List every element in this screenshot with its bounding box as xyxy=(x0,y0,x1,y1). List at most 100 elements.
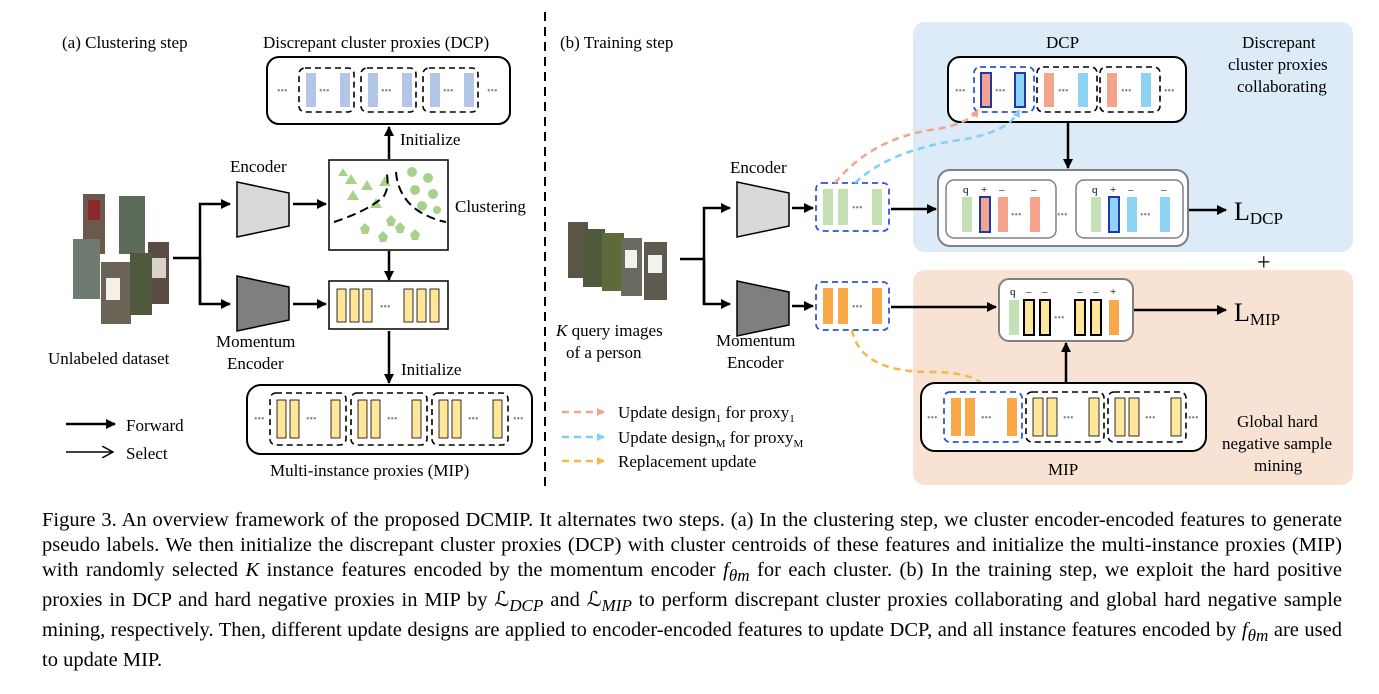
momentum-features-box: ••• xyxy=(328,280,449,330)
ellipsis: ••• xyxy=(380,302,391,313)
q-marker: q xyxy=(1010,286,1016,298)
ellipsis: ••• xyxy=(1054,313,1065,324)
momentum-label-b1: Momentum xyxy=(716,331,795,350)
q-marker: q xyxy=(1092,184,1098,196)
initialize-label-top: Initialize xyxy=(400,130,460,149)
dcp-proxy-bars xyxy=(306,73,474,107)
dcp-label-b: DCP xyxy=(1046,33,1079,52)
ellipsis: ••• xyxy=(852,302,863,313)
query-images xyxy=(568,222,667,300)
encoder-label-b: Encoder xyxy=(730,158,787,177)
dcp-cluster-group xyxy=(298,67,479,113)
plus-marker: + xyxy=(1110,184,1116,196)
minus-marker: – xyxy=(1041,286,1048,298)
plus-marker: + xyxy=(981,184,987,196)
caption-l-dcp-sub: DCP xyxy=(509,596,544,616)
panel-b-title: (b) Training step xyxy=(560,33,673,52)
unlabeled-dataset-images xyxy=(73,194,169,324)
plus-sign: + xyxy=(1257,250,1271,276)
mip-query-box: q – – – – + ••• xyxy=(998,278,1134,342)
dataset-arrows xyxy=(173,199,394,384)
ellipsis: ••• xyxy=(1140,210,1151,221)
caption-f-sub: θm xyxy=(728,566,750,586)
momentum-label-a1: Momentum xyxy=(216,332,295,351)
ellipsis: ••• xyxy=(981,413,992,424)
legend-forward-label: Forward xyxy=(126,416,184,435)
minus-marker: – xyxy=(998,184,1005,196)
caption-text: to perform discrepant cluster proxies co… xyxy=(42,589,1342,642)
caption-text: An overview framework of the proposed DC… xyxy=(42,509,1342,581)
ghn-1: Global hard xyxy=(1237,412,1318,431)
encoder-icon xyxy=(736,181,790,238)
dcp-box-b: ••• ••• ••• ••• ••• xyxy=(947,56,1187,123)
ellipsis: ••• xyxy=(254,414,265,425)
ellipsis: ••• xyxy=(381,86,392,97)
dataset-label: Unlabeled dataset xyxy=(48,349,170,368)
framework-diagram: (a) Clustering step Discrepant cluster p… xyxy=(48,12,1353,490)
query-arrows xyxy=(680,203,997,312)
caption-text: instance features encoded by the momentu… xyxy=(259,559,724,581)
ellipsis: ••• xyxy=(927,413,938,424)
momentum-label-b2: Encoder xyxy=(727,353,784,372)
dcp-box-a: ••• ••• ••• ••• ••• xyxy=(266,56,511,125)
caption-l-mip-sub: MIP xyxy=(601,596,632,616)
ellipsis: ••• xyxy=(277,86,288,97)
caption-l-mip: ℒ xyxy=(586,589,602,612)
minus-marker: – xyxy=(1127,184,1134,196)
legend-updateM: Update designM for proxyM xyxy=(618,428,804,450)
ellipsis: ••• xyxy=(487,86,498,97)
ellipsis: ••• xyxy=(1057,210,1068,221)
legend-select-label: Select xyxy=(126,444,168,463)
update-design-1-arrow xyxy=(834,109,980,184)
q-marker: q xyxy=(963,184,969,196)
ellipsis: ••• xyxy=(306,414,317,425)
minus-marker: – xyxy=(1025,286,1032,298)
minus-marker: – xyxy=(1076,286,1083,298)
ellipsis: ••• xyxy=(1188,413,1199,424)
ellipsis: ••• xyxy=(955,86,966,97)
encoder-label-a: Encoder xyxy=(230,157,287,176)
momentum-encoder-icon xyxy=(736,280,790,337)
ellipsis: ••• xyxy=(995,86,1006,97)
query-label-1: K query images xyxy=(555,321,663,340)
dcp-title-a: Discrepant cluster proxies (DCP) xyxy=(263,33,489,52)
update-design-m-arrow xyxy=(854,109,1021,184)
clustering-label: Clustering xyxy=(455,197,526,216)
ellipsis: ••• xyxy=(1058,86,1069,97)
minus-marker: – xyxy=(1092,286,1099,298)
caption-text: for each cluster. (b) In the training st… xyxy=(42,559,1342,612)
loss-dcp: LDCP xyxy=(1234,197,1283,228)
plus-marker: + xyxy=(1110,286,1116,298)
figure-caption: Figure 3. An overview framework of the p… xyxy=(42,508,1342,673)
encoded-features-b: ••• xyxy=(815,182,890,232)
legend-replacement: Replacement update xyxy=(618,452,756,471)
caption-f: f xyxy=(723,559,729,581)
caption-l-dcp: ℒ xyxy=(494,589,510,612)
initialize-label-bottom: Initialize xyxy=(401,360,461,379)
momentum-encoder-icon xyxy=(236,275,290,332)
ellipsis: ••• xyxy=(1063,413,1074,424)
ellipsis: ••• xyxy=(1145,413,1156,424)
momentum-features-b: ••• xyxy=(815,281,890,331)
caption-text: are used to update MIP. xyxy=(42,619,1342,672)
momentum-label-a2: Encoder xyxy=(227,354,284,373)
ellipsis: ••• xyxy=(387,414,398,425)
dcp-desc-1: Discrepant xyxy=(1242,33,1316,52)
caption-label: Figure 3. xyxy=(42,509,117,531)
dcp-desc-3: collaborating xyxy=(1237,77,1327,96)
query-label-2: of a person xyxy=(566,343,642,362)
ghn-2: negative sample xyxy=(1222,434,1332,453)
ellipsis: ••• xyxy=(1011,210,1022,221)
ellipsis: ••• xyxy=(319,86,330,97)
caption-k: K xyxy=(245,559,260,581)
clustering-box xyxy=(328,159,449,251)
legend-update1: Update design1 for proxy1 xyxy=(618,403,795,425)
ellipsis: ••• xyxy=(468,414,479,425)
minus-marker: – xyxy=(1160,184,1167,196)
mip-label-b: MIP xyxy=(1048,460,1078,479)
caption-f2: f xyxy=(1241,619,1248,642)
ellipsis: ••• xyxy=(513,414,524,425)
mip-title-a: Multi-instance proxies (MIP) xyxy=(270,461,469,480)
ellipsis: ••• xyxy=(1164,86,1175,97)
panel-a-title: (a) Clustering step xyxy=(62,33,188,52)
